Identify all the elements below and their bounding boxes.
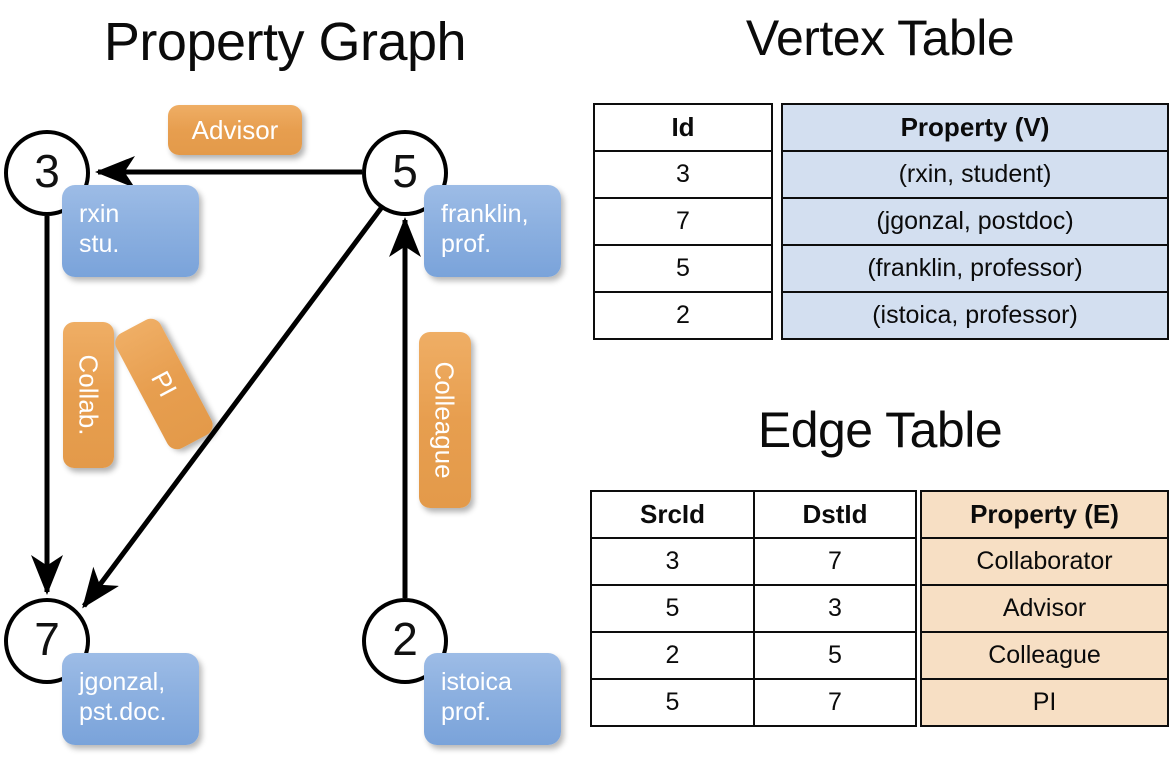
table-row: (jgonzal, postdoc) [781, 197, 1169, 246]
edge-label-text: Collab. [73, 354, 104, 436]
edge-table-header-property: Property (E) [920, 490, 1169, 539]
vertex-id-cell: 2 [593, 291, 773, 340]
graph-node-property-box-7: jgonzal, pst.doc. [62, 653, 199, 745]
edge-src-cell: 3 [590, 537, 755, 586]
property-line: pst.doc. [79, 698, 167, 726]
graph-node-5[interactable]: 5 [362, 130, 448, 216]
table-row: 5 7 [590, 678, 917, 727]
table-header-row: Property (E) [920, 490, 1169, 539]
property-line: prof. [441, 698, 492, 726]
vertex-table-property-column: Property (V) (rxin, student) (jgonzal, p… [781, 103, 1169, 340]
edge-label-text: PI [144, 366, 184, 402]
property-line: prof. [441, 230, 492, 258]
vertex-id-cell: 3 [593, 150, 773, 199]
property-line: istoica [441, 668, 512, 696]
table-row: Advisor [920, 584, 1169, 633]
table-row: 7 [593, 197, 773, 246]
graph-node-label: 7 [34, 613, 60, 665]
edge-table-header-srcid: SrcId [590, 490, 755, 539]
edge-table-property-column: Property (E) Collaborator Advisor Collea… [920, 490, 1169, 727]
table-row: PI [920, 678, 1169, 727]
edge-dst-cell: 5 [753, 631, 917, 680]
edge-src-cell: 5 [590, 584, 755, 633]
table-row: 5 [593, 244, 773, 293]
graph-edges-layer [31, 156, 421, 609]
edge-dst-cell: 7 [753, 537, 917, 586]
table-row: 2 [593, 291, 773, 340]
graph-node-label: 3 [34, 145, 60, 197]
edge-table-header-dstid: DstId [753, 490, 917, 539]
table-header-row: Id [593, 103, 773, 152]
graph-node-property-box-3: rxin stu. [62, 185, 199, 277]
vertex-id-cell: 5 [593, 244, 773, 293]
property-line: jgonzal, [79, 668, 166, 696]
graph-node-property-box-2: istoica prof. [424, 653, 561, 745]
table-row: (istoica, professor) [781, 291, 1169, 340]
edge-property-cell: Collaborator [920, 537, 1169, 586]
property-graph-diagram: 3 5 7 2 rxin stu. franklin, prof. jgonza… [4, 105, 561, 745]
vertex-table-id-column: Id 3 7 5 2 [593, 103, 773, 340]
page-title-edge-table: Edge Table [757, 402, 1003, 458]
table-row: (rxin, student) [781, 150, 1169, 199]
graph-edge-label-collab: Collab. [63, 322, 114, 468]
vertex-property-cell: (franklin, professor) [781, 244, 1169, 293]
table-row: Colleague [920, 631, 1169, 680]
vertex-property-cell: (jgonzal, postdoc) [781, 197, 1169, 246]
property-line: stu. [79, 230, 120, 258]
edge-label-text: Colleague [430, 361, 460, 479]
edge-label-text: Advisor [191, 115, 279, 145]
edge-dst-cell: 3 [753, 584, 917, 633]
page-title-vertex-table: Vertex Table [745, 10, 1015, 66]
table-row: 5 3 [590, 584, 917, 633]
graph-node-label: 5 [392, 145, 418, 197]
table-row: 2 5 [590, 631, 917, 680]
graph-edge-label-colleague: Colleague [419, 332, 471, 508]
edge-table-id-columns: SrcId DstId 3 7 5 3 2 5 5 7 [590, 490, 917, 727]
table-row: (franklin, professor) [781, 244, 1169, 293]
page-title-property-graph: Property Graph [103, 12, 467, 72]
edge-dst-cell: 7 [753, 678, 917, 727]
vertex-property-cell: (rxin, student) [781, 150, 1169, 199]
graph-edge-label-advisor: Advisor [168, 105, 302, 155]
edge-property-cell: Colleague [920, 631, 1169, 680]
edge-property-cell: Advisor [920, 584, 1169, 633]
table-row: 3 7 [590, 537, 917, 586]
property-line: franklin, [441, 200, 529, 228]
table-header-row: SrcId DstId [590, 490, 917, 539]
graph-node-label: 2 [392, 613, 418, 665]
edge-src-cell: 5 [590, 678, 755, 727]
table-row: 3 [593, 150, 773, 199]
vertex-table-header-property: Property (V) [781, 103, 1169, 152]
graph-node-2[interactable]: 2 [362, 598, 448, 684]
table-row: Collaborator [920, 537, 1169, 586]
edge-src-cell: 2 [590, 631, 755, 680]
graph-node-property-box-5: franklin, prof. [424, 185, 561, 277]
property-line: rxin [79, 200, 120, 228]
vertex-id-cell: 7 [593, 197, 773, 246]
table-header-row: Property (V) [781, 103, 1169, 152]
graph-edge-pi [81, 205, 385, 609]
edge-property-cell: PI [920, 678, 1169, 727]
vertex-property-cell: (istoica, professor) [781, 291, 1169, 340]
vertex-table-header-id: Id [593, 103, 773, 152]
